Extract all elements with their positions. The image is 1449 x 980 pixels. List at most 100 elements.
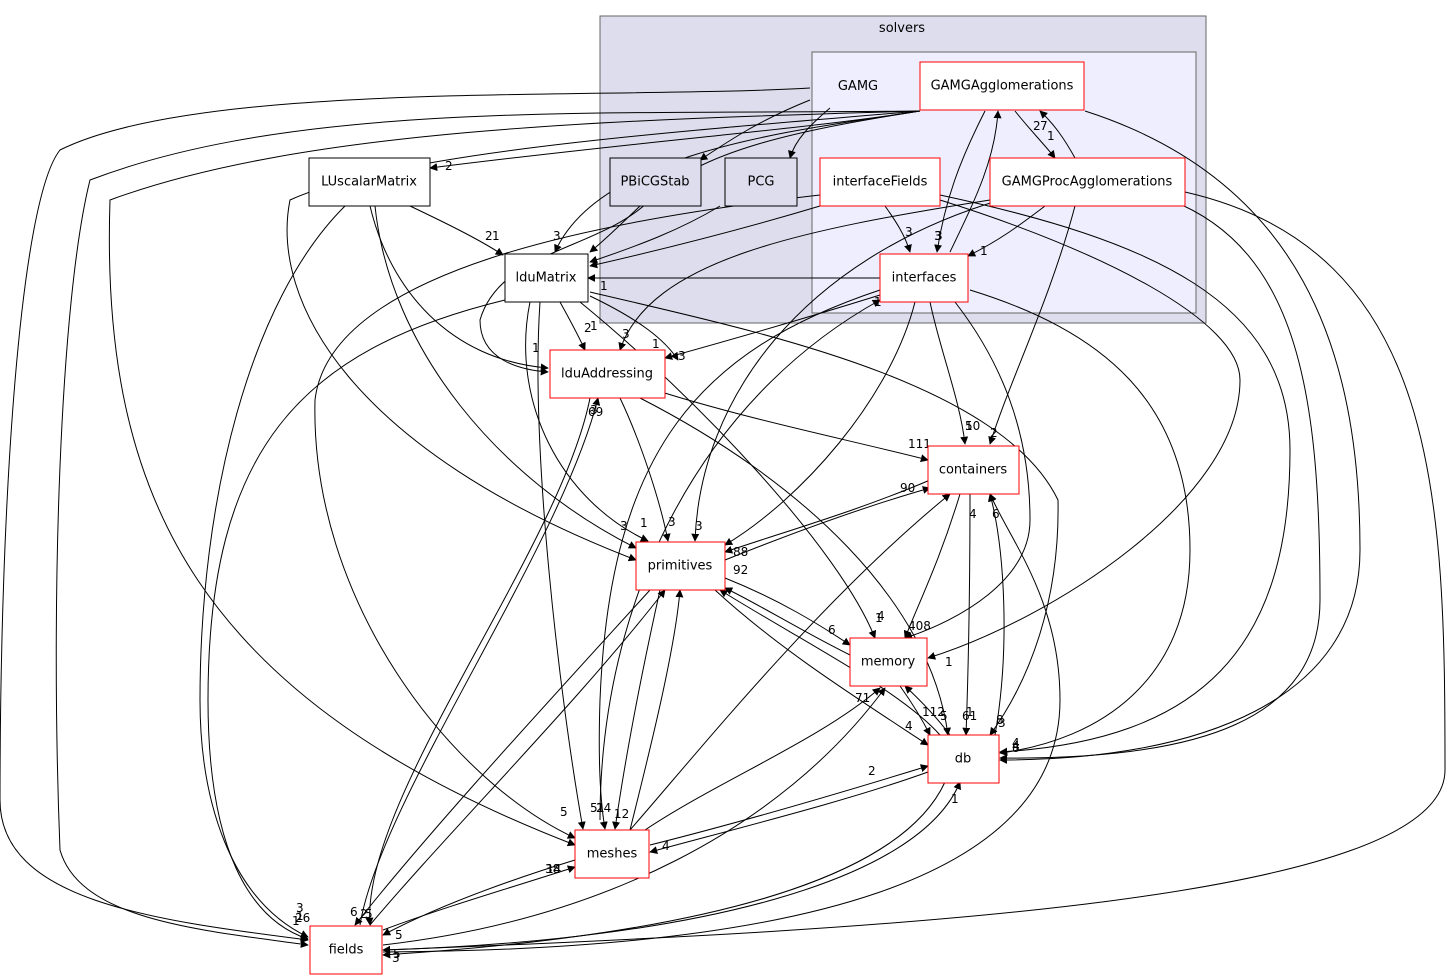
edge[interactable]	[409, 205, 504, 256]
edge[interactable]	[382, 191, 1446, 954]
edge[interactable]	[699, 99, 811, 161]
node-memory[interactable]: memory	[849, 637, 928, 687]
node-PBiCGStab[interactable]: PBiCGStab	[609, 157, 702, 207]
edge[interactable]	[479, 110, 921, 376]
edge[interactable]	[199, 205, 346, 938]
edge-label: 1	[874, 295, 882, 309]
edge[interactable]	[649, 771, 929, 854]
node-meshes[interactable]: meshes	[574, 829, 650, 879]
edge[interactable]	[724, 479, 931, 554]
edge[interactable]	[589, 291, 1059, 736]
edge[interactable]	[382, 859, 576, 936]
edge[interactable]	[999, 199, 1321, 763]
edge[interactable]	[55, 110, 921, 948]
edge[interactable]	[382, 781, 961, 951]
edge[interactable]	[589, 205, 721, 264]
edge[interactable]	[988, 205, 1076, 445]
node-LUscalarMatrix[interactable]: LUscalarMatrix	[308, 157, 431, 207]
node-box	[609, 157, 702, 207]
edge[interactable]	[904, 301, 1031, 640]
edge[interactable]	[612, 589, 661, 830]
node-lduAddressing[interactable]: lduAddressing	[549, 349, 666, 399]
edge[interactable]	[429, 110, 921, 172]
edge-label: 6	[350, 905, 358, 919]
edge[interactable]	[969, 289, 1191, 757]
node-db[interactable]: db	[927, 734, 1000, 784]
edge[interactable]	[719, 589, 941, 736]
edge[interactable]	[724, 486, 931, 561]
edge[interactable]	[927, 199, 1241, 660]
edge-label: 8	[1012, 741, 1020, 755]
node-lduMatrix[interactable]: lduMatrix	[504, 253, 589, 303]
node-fields[interactable]: fields	[309, 925, 383, 975]
edge[interactable]	[649, 764, 929, 846]
edge[interactable]	[967, 205, 1046, 257]
edge[interactable]	[724, 577, 851, 646]
edge[interactable]	[1039, 110, 1076, 159]
edge[interactable]	[999, 110, 1361, 764]
node-box	[989, 157, 1186, 207]
edge[interactable]	[554, 110, 921, 253]
edge[interactable]	[903, 493, 961, 639]
node-GAMGProcAgglomerations[interactable]: GAMGProcAgglomerations	[989, 157, 1186, 207]
edge-label: 26	[295, 911, 310, 925]
edge[interactable]	[929, 301, 969, 445]
edge[interactable]	[365, 397, 591, 926]
edge[interactable]	[644, 687, 881, 831]
edge[interactable]	[589, 205, 821, 269]
edge-label: 1	[980, 244, 988, 258]
node-containers[interactable]: containers	[927, 445, 1020, 495]
edge[interactable]	[904, 685, 951, 736]
edge[interactable]	[589, 295, 679, 361]
edge[interactable]	[108, 110, 921, 847]
edge[interactable]	[934, 110, 986, 253]
edge-label: 3	[590, 403, 598, 417]
edge[interactable]	[962, 493, 971, 736]
edge[interactable]	[949, 110, 1002, 253]
edge-label: 3	[934, 229, 942, 243]
edge[interactable]	[724, 587, 851, 656]
edge[interactable]	[1014, 110, 1056, 159]
edge[interactable]	[629, 493, 951, 831]
edge[interactable]	[354, 589, 651, 926]
edge-label: 50	[965, 419, 980, 433]
edge[interactable]	[987, 493, 1005, 736]
edge[interactable]	[899, 685, 931, 736]
node-PCG[interactable]: PCG	[724, 157, 798, 207]
node-interfaceFields[interactable]: interfaceFields	[819, 157, 941, 207]
edge[interactable]	[559, 301, 586, 351]
node-primitives[interactable]: primitives	[635, 541, 726, 591]
node-interfaces[interactable]: interfaces	[879, 253, 969, 303]
edge[interactable]	[629, 589, 684, 831]
edge[interactable]	[639, 397, 952, 736]
edge[interactable]	[286, 110, 921, 562]
edge[interactable]	[537, 301, 586, 830]
edge[interactable]	[359, 397, 601, 926]
edge-label: 2	[868, 764, 876, 778]
edge[interactable]	[598, 289, 881, 830]
edge[interactable]	[618, 199, 991, 351]
edge[interactable]	[314, 194, 821, 839]
edge-label: 1	[1047, 129, 1055, 143]
edge-label: 61	[962, 709, 977, 723]
edge[interactable]	[691, 199, 1001, 542]
edge[interactable]	[0, 87, 811, 944]
edge[interactable]	[207, 299, 506, 941]
edge[interactable]	[369, 589, 666, 926]
edge[interactable]	[525, 301, 649, 542]
edge-label: 4	[662, 839, 670, 853]
edge[interactable]	[714, 589, 929, 746]
edge[interactable]	[884, 205, 912, 253]
edge[interactable]	[724, 301, 916, 546]
edge[interactable]	[589, 205, 641, 253]
node-box	[927, 445, 1020, 495]
edge[interactable]	[579, 301, 877, 639]
edge[interactable]	[599, 299, 881, 821]
edge[interactable]	[374, 205, 637, 549]
edge[interactable]	[664, 294, 881, 360]
edge[interactable]	[654, 389, 929, 463]
node-GAMGAgglomerations[interactable]: GAMGAgglomerations	[919, 61, 1085, 111]
edge[interactable]	[939, 194, 1291, 756]
edge[interactable]	[382, 865, 576, 931]
edge[interactable]	[382, 687, 886, 946]
